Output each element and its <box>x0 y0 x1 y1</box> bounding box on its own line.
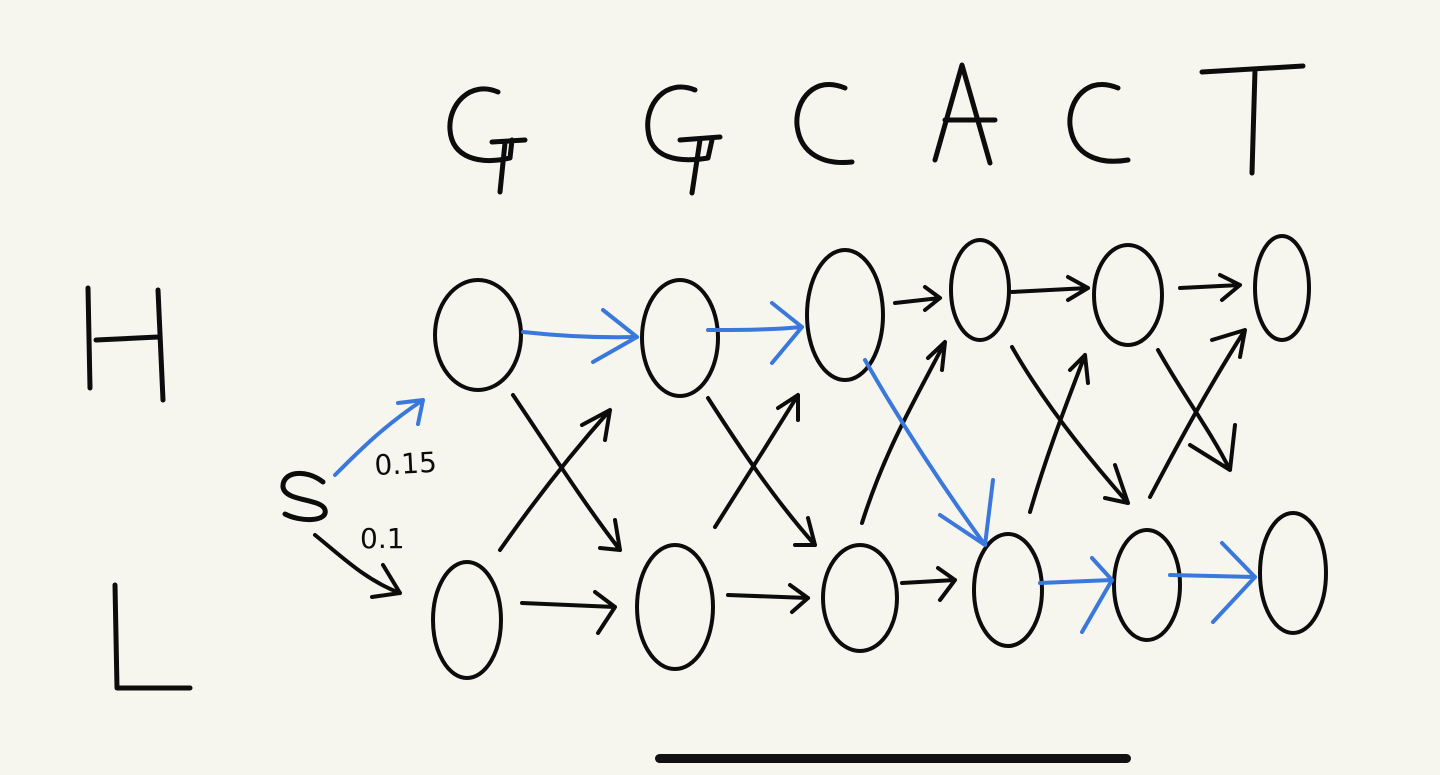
state-node-h-1 <box>433 278 523 392</box>
state-node-h-6 <box>1253 234 1311 342</box>
h-row-nodes <box>433 234 1311 398</box>
home-indicator[interactable] <box>655 754 1131 763</box>
state-node-l-6 <box>1258 511 1328 635</box>
state-node-l-5 <box>1112 528 1182 642</box>
start-probability-L: 0.1 <box>360 522 405 555</box>
state-label-H <box>85 285 166 403</box>
best-path <box>333 301 1257 634</box>
observation-letter <box>932 62 998 166</box>
state-node-l-2 <box>635 543 715 671</box>
start-probability-H: 0.15 <box>374 446 438 482</box>
state-node-l-4 <box>972 532 1044 648</box>
start-node <box>280 470 328 522</box>
state-label-L <box>112 582 193 691</box>
state-node-l-3 <box>821 543 899 653</box>
state-node-h-4 <box>949 238 1011 342</box>
observation-letter <box>1067 81 1131 164</box>
state-node-l-1 <box>431 560 503 680</box>
observation-letter <box>1199 63 1306 176</box>
observation-letter <box>645 84 723 196</box>
observation-letters <box>447 62 1306 196</box>
l-row-nodes <box>431 511 1328 680</box>
svg-text:0.15: 0.15 <box>374 446 438 482</box>
svg-text:0.1: 0.1 <box>360 522 405 555</box>
observation-letter <box>794 81 855 166</box>
state-node-h-2 <box>640 278 720 398</box>
state-node-h-3 <box>805 248 885 382</box>
observation-letter <box>447 86 528 195</box>
state-node-h-5 <box>1092 243 1164 347</box>
transition-arrows <box>313 273 1247 635</box>
